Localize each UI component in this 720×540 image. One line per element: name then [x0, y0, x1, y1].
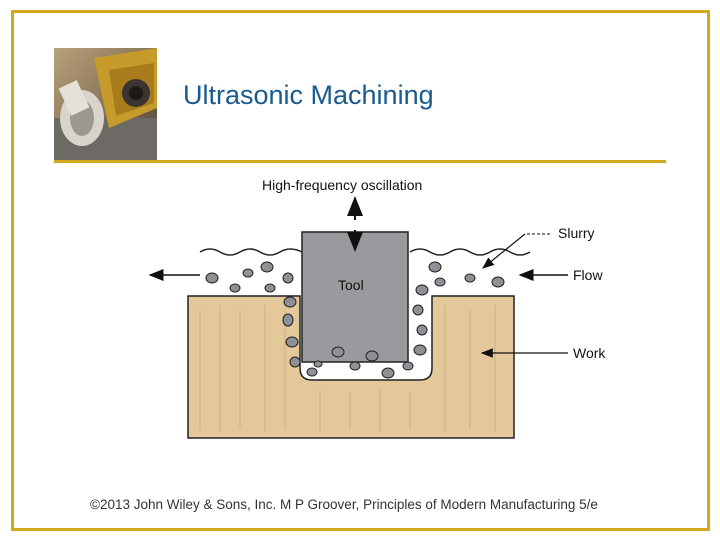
title-divider — [54, 160, 666, 163]
work-label: Work — [573, 345, 606, 361]
slurry-surface — [199, 248, 531, 256]
oscillation-label: High-frequency oscillation — [262, 177, 422, 193]
copyright-footer: ©2013 John Wiley & Sons, Inc. M P Groove… — [90, 497, 598, 512]
machining-photo — [54, 48, 157, 160]
ultrasonic-machining-diagram: High-frequency oscillation Slurry Flow T… — [148, 177, 606, 439]
flow-label: Flow — [573, 267, 603, 283]
work-piece — [187, 295, 515, 439]
slurry-label: Slurry — [558, 225, 595, 241]
slide-title: Ultrasonic Machining — [183, 80, 434, 110]
abrasive-particles — [205, 261, 505, 379]
tool — [301, 231, 409, 363]
tool-label: Tool — [338, 277, 364, 293]
slide-frame — [11, 10, 710, 531]
